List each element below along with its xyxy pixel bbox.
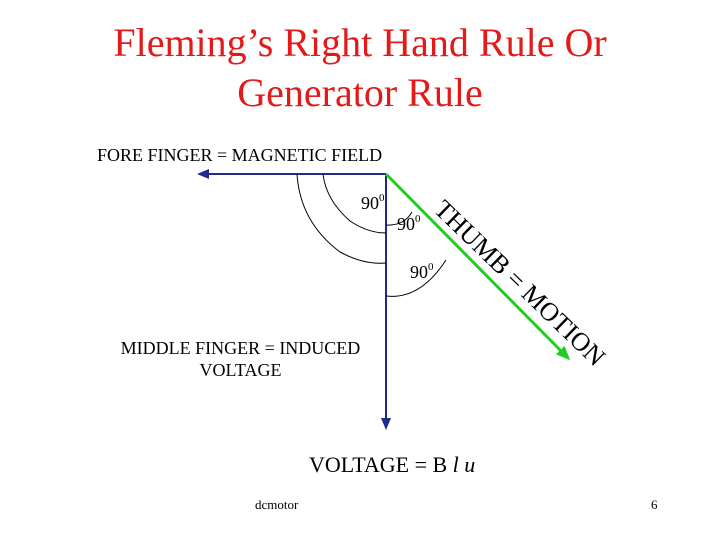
middle-finger-label-line2: VOLTAGE (199, 360, 282, 380)
voltage-formula: VOLTAGE = B l u (309, 452, 476, 477)
middle-finger-label-line1: MIDDLE FINGER = INDUCED (120, 338, 361, 358)
angle-label-3: 900 (410, 261, 434, 282)
angle-label-2: 900 (397, 213, 421, 234)
angle-arc-top (322, 173, 387, 234)
angle-arc-bottom (385, 259, 447, 297)
slide-title-line1: Fleming’s Right Hand Rule Or (113, 20, 607, 65)
page-number: 6 (651, 497, 658, 512)
thumb-arrow (384, 172, 571, 361)
slide-title-line2: Generator Rule (237, 70, 483, 115)
angle-arc-right (385, 211, 413, 226)
fore-finger-label: FORE FINGER = MAGNETIC FIELD (97, 145, 383, 165)
footer-label: dcmotor (255, 497, 299, 512)
angle-arc-outer (296, 173, 387, 264)
middle-finger-label: MIDDLE FINGER = INDUCED VOLTAGE (98, 337, 383, 381)
slide-title: Fleming’s Right Hand Rule Or Generator R… (0, 18, 720, 118)
angle-label-1: 900 (361, 192, 385, 213)
